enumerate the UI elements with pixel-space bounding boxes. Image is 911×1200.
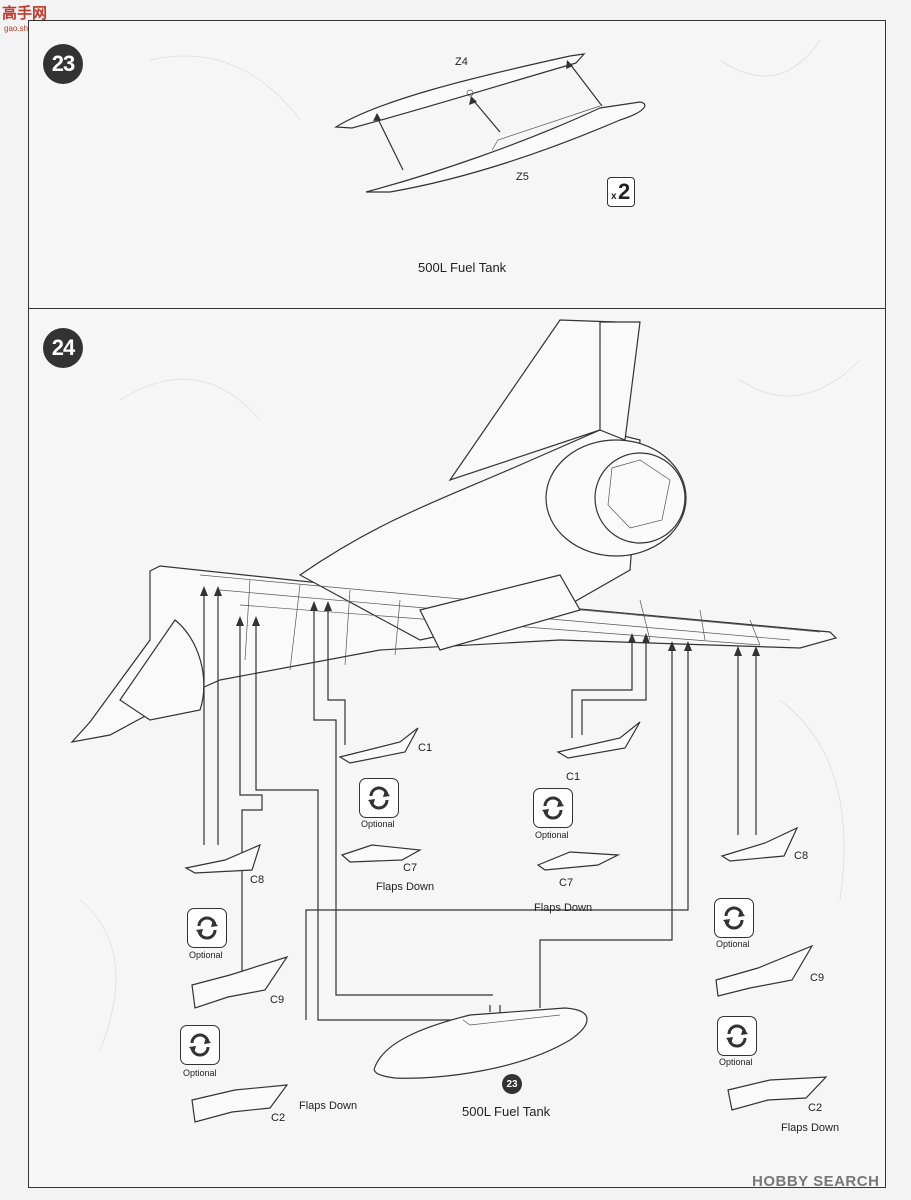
rotate-optional-icon [187, 908, 227, 948]
part-c7-right [536, 851, 621, 871]
site-logo: 高手网 [2, 5, 48, 22]
optional-label: Optional [361, 819, 395, 829]
part-c7-left [340, 844, 422, 863]
optional-label: Optional [716, 939, 750, 949]
step-divider [28, 308, 886, 309]
part-label-c9-right: C9 [810, 972, 825, 984]
part-c1-left [338, 727, 419, 764]
rotate-optional-icon [359, 778, 399, 818]
part-label-c9-left: C9 [270, 994, 285, 1006]
rotate-arrows-icon [189, 1033, 211, 1057]
rotate-optional-icon [180, 1025, 220, 1065]
optional-label: Optional [535, 830, 569, 840]
part-c2-right [727, 1076, 828, 1111]
step23-assembly-arrows [373, 60, 603, 171]
rotate-optional-icon [533, 788, 573, 828]
rotate-arrows-icon [196, 916, 218, 940]
optional-label: Optional [719, 1057, 753, 1067]
optional-label: Optional [189, 950, 223, 960]
hobby-search-watermark: HOBBY SEARCH [752, 1173, 880, 1190]
part-label-z4: Z4 [455, 56, 468, 68]
rotate-arrows-icon [542, 796, 564, 820]
quantity-x2-badge: x 2 [607, 177, 635, 207]
part-label-c2-right: C2 [808, 1102, 823, 1114]
aircraft-underside [70, 319, 838, 743]
quantity-count: 2 [618, 179, 631, 204]
step23-tank-z5 [365, 101, 646, 193]
part-label-c1-left: C1 [418, 742, 433, 754]
part-label-c2-left: C2 [271, 1112, 286, 1124]
rotate-arrows-icon [368, 786, 390, 810]
quantity-prefix: x [611, 191, 617, 202]
step23-tank-z4 [334, 53, 586, 129]
flaps-down-label: Flaps Down [376, 881, 435, 893]
part-c9-right [715, 944, 814, 997]
part-c1-right [556, 721, 641, 759]
flaps-down-label: Flaps Down [781, 1122, 840, 1134]
step-23-badge: 23 [43, 44, 83, 84]
part-label-c8-left: C8 [250, 874, 265, 886]
step23-caption: 500L Fuel Tank [418, 260, 507, 275]
rotate-optional-icon [714, 898, 754, 938]
step24-fuel-tank [373, 1000, 588, 1079]
step-24-badge: 24 [43, 328, 83, 368]
flaps-down-label: Flaps Down [534, 902, 593, 914]
optional-label: Optional [183, 1068, 217, 1078]
tank-reference-badge: 23 [502, 1074, 522, 1094]
part-label-c7-right: C7 [559, 877, 574, 889]
flaps-down-label: Flaps Down [299, 1100, 358, 1112]
step24-arrowheads [200, 586, 760, 656]
part-label-c1-right: C1 [566, 771, 581, 783]
part-c8-right [720, 826, 799, 862]
rotate-arrows-icon [723, 906, 745, 930]
step24-tank-caption: 500L Fuel Tank [462, 1104, 551, 1119]
part-label-c8-right: C8 [794, 850, 809, 862]
part-label-c7-left: C7 [403, 862, 418, 874]
part-c2-left [191, 1084, 289, 1123]
rotate-optional-icon [717, 1016, 757, 1056]
part-c8-left [184, 843, 261, 874]
part-c9-left [191, 955, 289, 1009]
part-label-z5: Z5 [516, 171, 529, 183]
background-ghost-lines [79, 39, 861, 1051]
rotate-arrows-icon [726, 1024, 748, 1048]
